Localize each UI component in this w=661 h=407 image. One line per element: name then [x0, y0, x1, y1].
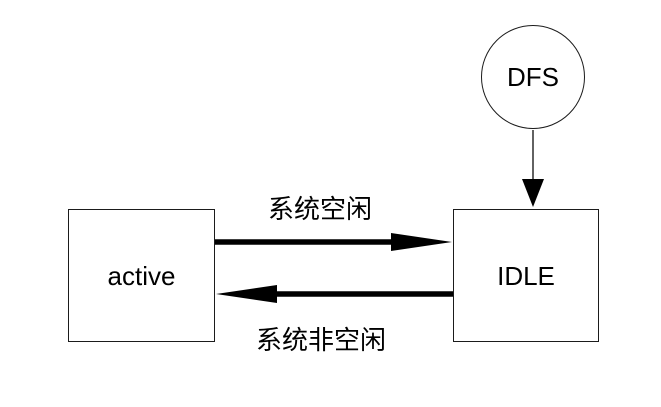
edge-label-system-not-idle: 系统非空闲: [255, 325, 387, 355]
dfs-node: DFS: [481, 25, 585, 129]
arrow-active-to-idle: [215, 233, 452, 251]
idle-node: IDLE: [453, 209, 599, 342]
dfs-node-label: DFS: [507, 62, 559, 92]
active-node-label: active: [107, 260, 176, 291]
edge-label-system-idle: 系统空闲: [267, 194, 373, 224]
arrowhead-left-icon: [216, 285, 277, 303]
idle-node-label: IDLE: [497, 260, 555, 291]
active-node: active: [68, 209, 215, 342]
arrow-dfs-to-idle: [522, 130, 544, 207]
arrowhead-down-icon: [522, 179, 544, 207]
arrow-idle-to-active: [216, 285, 453, 303]
arrowhead-right-icon: [391, 233, 452, 251]
